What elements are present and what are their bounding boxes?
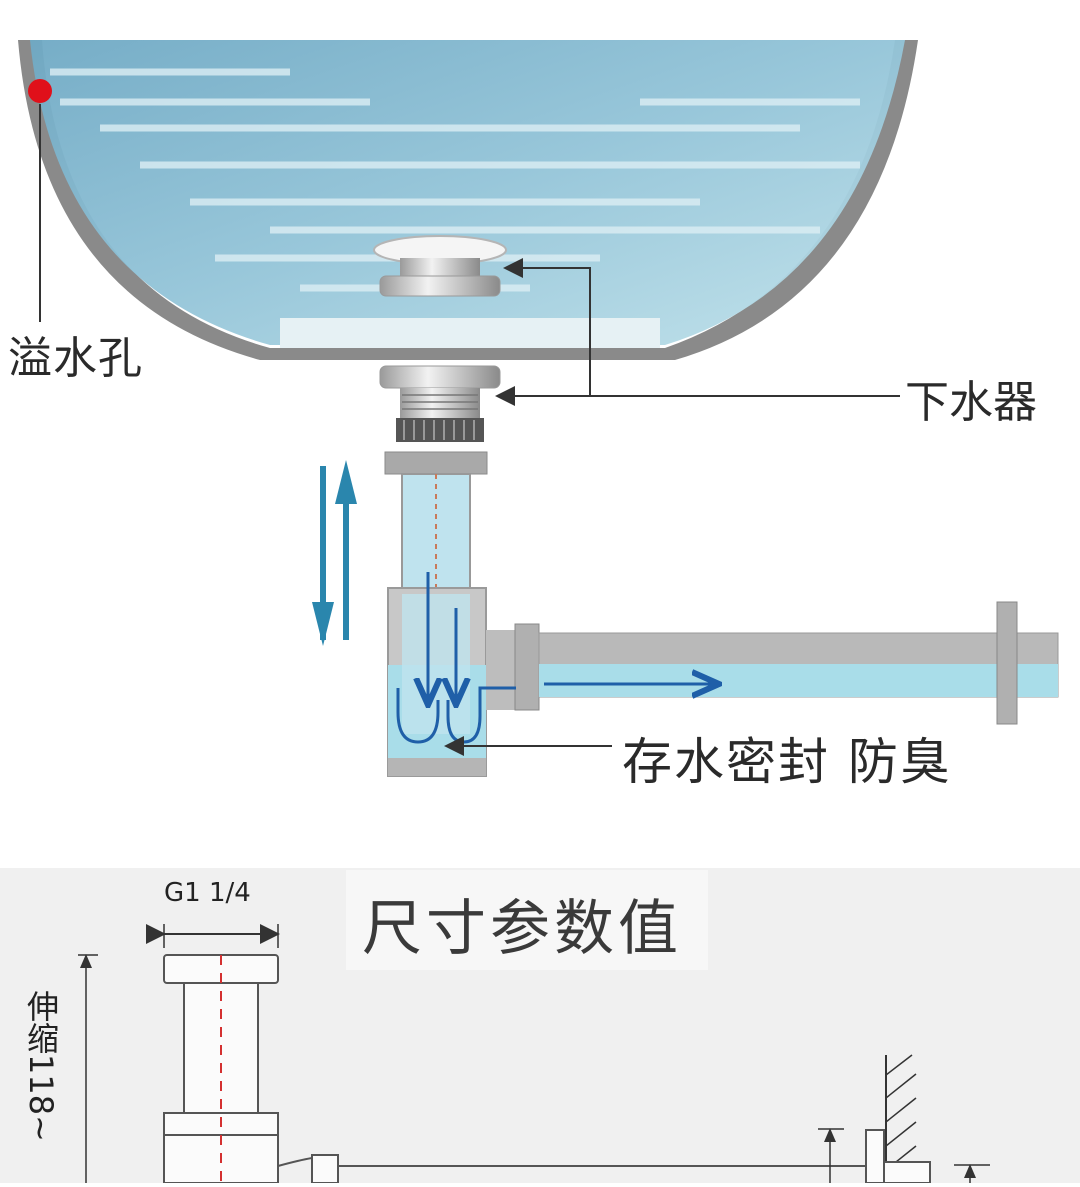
flow-arrows	[396, 572, 716, 744]
spec-title: 尺寸参数值	[362, 894, 682, 964]
up-flow-arrow-icon	[396, 688, 440, 744]
up-direction-arrow-icon	[335, 460, 357, 504]
overflow-dot-icon	[28, 79, 52, 103]
outlet-pipe	[486, 601, 1059, 725]
basin	[18, 40, 918, 360]
drain-fitting	[379, 365, 501, 442]
basin-water	[30, 40, 905, 345]
drain-head	[373, 235, 507, 297]
basin-bottom-highlight	[280, 318, 660, 348]
dimension-section	[0, 868, 1080, 1184]
vertical-pipe	[384, 451, 488, 750]
stretch-range-label: 伸缩118~	[22, 990, 60, 1142]
up-flow-arrow-icon	[446, 698, 482, 744]
bottle-trap	[387, 587, 487, 777]
water-seal-label: 存水密封 防臭	[622, 733, 952, 791]
down-direction-arrow-icon	[312, 602, 334, 646]
thread-size-label: G1 1/4	[164, 878, 251, 908]
drain-leader-lines	[495, 258, 900, 406]
direction-indicator	[312, 460, 357, 646]
drain-fitting-label: 下水器	[905, 377, 1037, 428]
water-streaks	[50, 68, 860, 292]
overflow-hole-label: 溢水孔	[8, 333, 143, 384]
